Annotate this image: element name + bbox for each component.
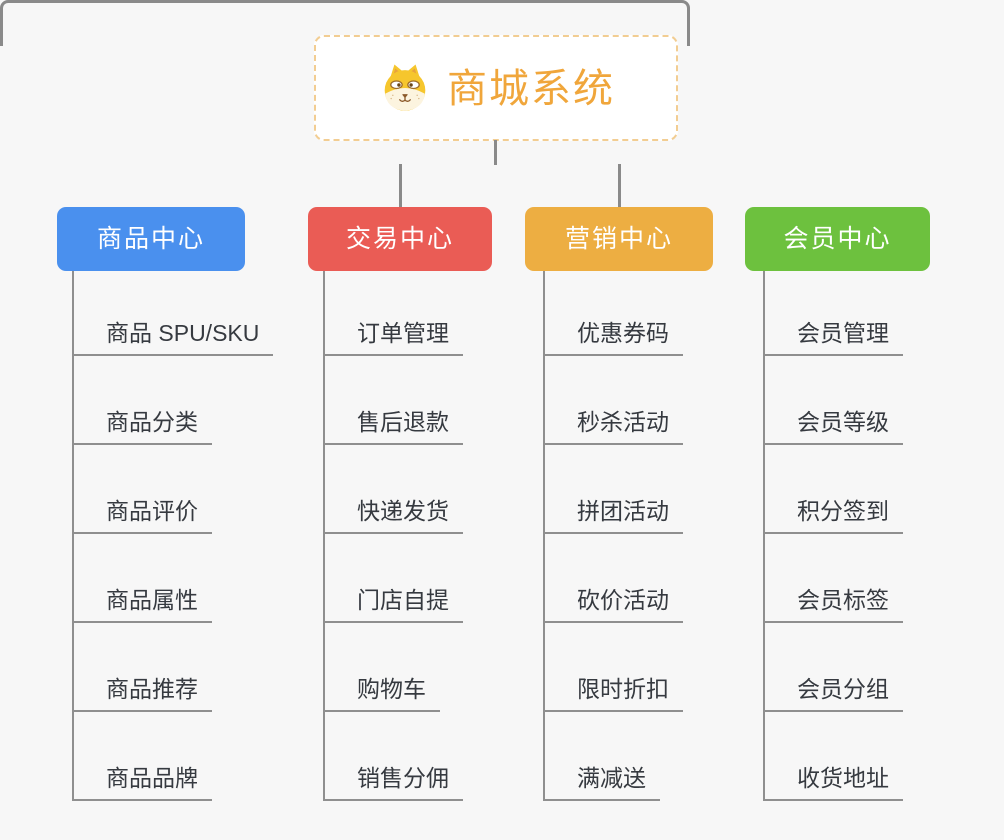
- root-topic-label: 商城系统: [447, 67, 615, 111]
- leaf-topic[interactable]: 秒杀活动: [543, 407, 683, 445]
- leaf-topic[interactable]: 商品评价: [72, 496, 212, 534]
- leaf-topic[interactable]: 会员分组: [763, 674, 903, 712]
- leaf-topic[interactable]: 销售分佣: [323, 763, 463, 801]
- leaf-topic[interactable]: 快递发货: [323, 496, 463, 534]
- leaf-topic[interactable]: 收货地址: [763, 763, 903, 801]
- leaf-topic[interactable]: 限时折扣: [543, 674, 683, 712]
- branch-node-marketing-center[interactable]: 营销中心: [525, 207, 713, 271]
- leaf-topic[interactable]: 订单管理: [323, 318, 463, 356]
- branch-node-product-center[interactable]: 商品中心: [57, 207, 245, 271]
- leaf-topic[interactable]: 满减送: [543, 763, 660, 801]
- leaf-topic[interactable]: 会员等级: [763, 407, 903, 445]
- leaf-topic[interactable]: 商品分类: [72, 407, 212, 445]
- leaf-topic[interactable]: 会员标签: [763, 585, 903, 623]
- leaf-topic[interactable]: 商品属性: [72, 585, 212, 623]
- leaf-topic[interactable]: 售后退款: [323, 407, 463, 445]
- shiba-dog-icon: [384, 64, 426, 111]
- root-topic-node[interactable]: 商城系统: [314, 35, 678, 141]
- connector-drop-marketing: [618, 164, 621, 208]
- leaf-topic[interactable]: 商品推荐: [72, 674, 212, 712]
- leaf-topic[interactable]: 购物车: [323, 674, 440, 712]
- connector-root-stem: [494, 140, 497, 165]
- leaf-topic[interactable]: 商品 SPU/SKU: [72, 318, 274, 356]
- connector-drop-trade: [399, 164, 402, 208]
- leaf-topic[interactable]: 门店自提: [323, 585, 463, 623]
- leaf-topic[interactable]: 会员管理: [763, 318, 903, 356]
- leaf-topic[interactable]: 积分签到: [763, 496, 903, 534]
- branch-label: 交易中心: [345, 224, 454, 253]
- leaf-topic[interactable]: 拼团活动: [543, 496, 683, 534]
- leaf-topic[interactable]: 商品品牌: [72, 763, 212, 801]
- branch-node-trade-center[interactable]: 交易中心: [308, 207, 492, 271]
- leaf-topic[interactable]: 优惠券码: [543, 318, 683, 356]
- branch-label: 营销中心: [564, 224, 673, 253]
- leaf-topic[interactable]: 砍价活动: [543, 585, 683, 623]
- branch-label: 会员中心: [783, 224, 892, 253]
- connector-bus-line: [0, 0, 690, 46]
- branch-node-member-center[interactable]: 会员中心: [745, 207, 930, 271]
- branch-label: 商品中心: [96, 224, 205, 253]
